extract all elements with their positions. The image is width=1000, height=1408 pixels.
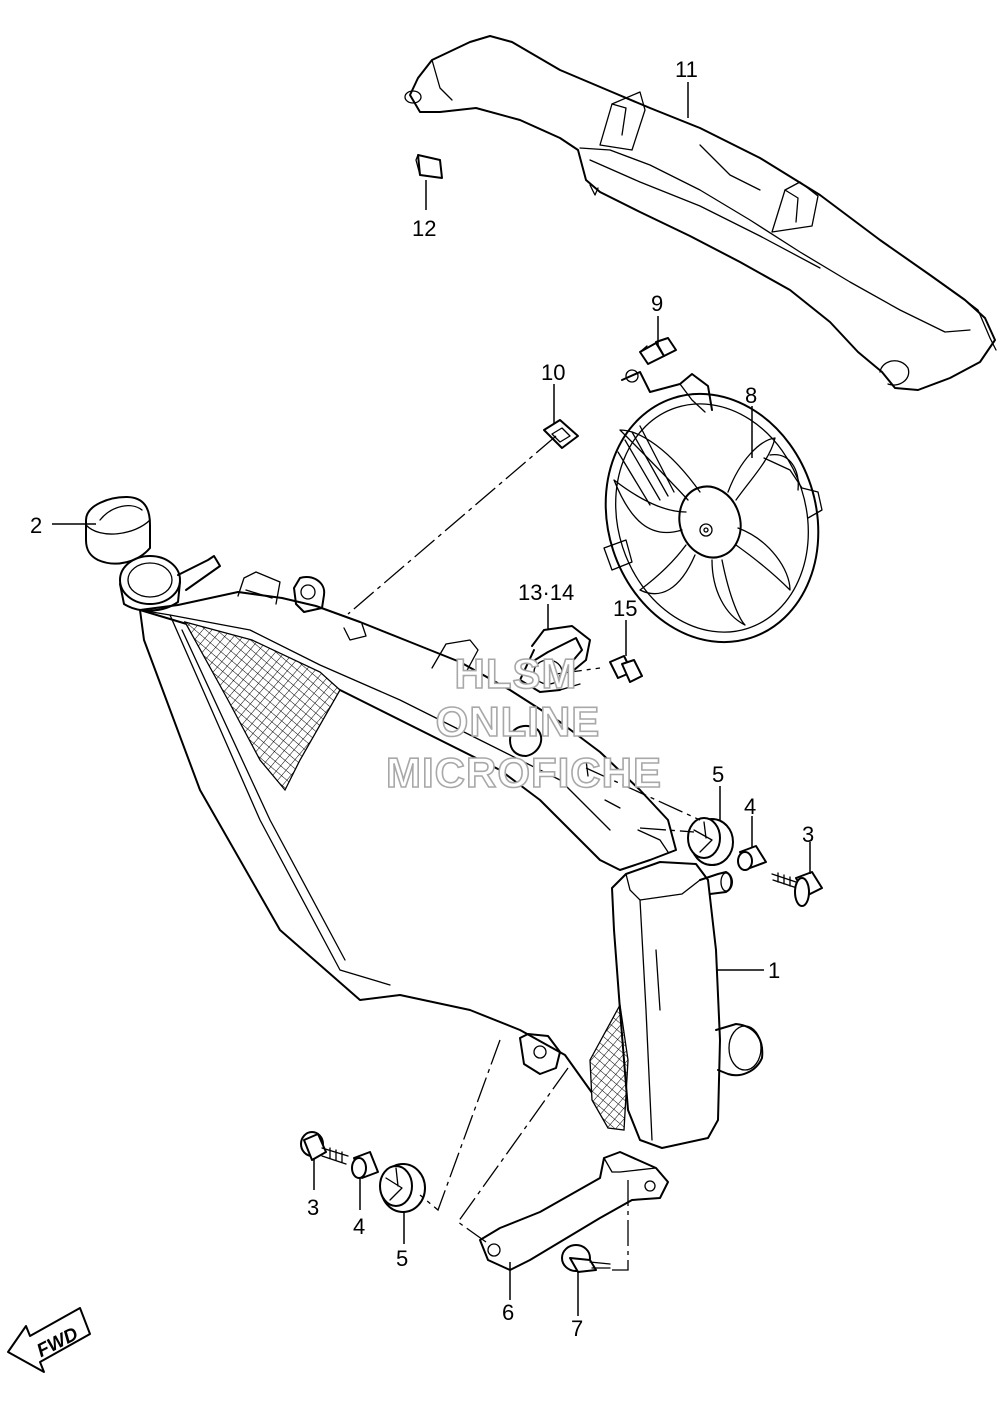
- label-part-11: 11: [675, 57, 698, 82]
- bolt-lower: [300, 1131, 349, 1165]
- assembly-lines: [347, 435, 701, 1271]
- grommet-lower: [379, 1163, 426, 1213]
- label-part-6: 6: [502, 1300, 514, 1325]
- label-part-3: 3: [307, 1195, 319, 1220]
- label-part-5: 5: [712, 762, 724, 787]
- fan-bolt: [639, 337, 677, 365]
- label-part-9: 9: [651, 291, 663, 316]
- grommet-upper: [687, 817, 734, 866]
- forward-arrow-icon: [7, 1307, 91, 1373]
- fan-nut: [543, 419, 579, 449]
- collar-upper: [737, 845, 767, 871]
- fan-mount-bracket: [519, 625, 591, 693]
- radiator-cap: [85, 496, 151, 565]
- label-part-4: 4: [744, 794, 756, 819]
- label-part-12: 12: [412, 216, 436, 241]
- part-labels: 1 2 3 3 4 4 5 5 6 7 8 9 10 11 12 13·14 1…: [30, 57, 814, 1341]
- cover-pad: [415, 154, 443, 179]
- label-part-15: 15: [613, 596, 637, 621]
- watermark: HLSM ONLINE MICROFICHE: [385, 649, 662, 797]
- watermark-line-3: MICROFICHE: [386, 749, 662, 796]
- label-part-10: 10: [541, 360, 565, 385]
- fan-mount-bolt: [609, 655, 643, 683]
- lower-bracket: [479, 1151, 669, 1271]
- bolt-upper: [771, 871, 823, 907]
- label-part-5: 5: [396, 1246, 408, 1271]
- bracket-bolt: [561, 1244, 611, 1273]
- cooling-fan: [603, 369, 823, 644]
- label-part-7: 7: [571, 1316, 583, 1341]
- label-part-1: 1: [768, 958, 780, 983]
- radiator-cover: [404, 35, 997, 391]
- label-part-13-14: 13·14: [518, 580, 574, 605]
- label-part-3: 3: [802, 822, 814, 847]
- label-part-2: 2: [30, 513, 42, 538]
- watermark-line-1: HLSM: [455, 650, 578, 697]
- radiator: [119, 555, 764, 1149]
- leader-lines: [52, 82, 811, 1316]
- forward-direction-badge: FWD: [7, 1307, 91, 1373]
- collar-lower: [351, 1151, 379, 1179]
- watermark-line-2: ONLINE: [436, 698, 601, 745]
- label-part-8: 8: [745, 383, 757, 408]
- label-part-4: 4: [353, 1214, 365, 1239]
